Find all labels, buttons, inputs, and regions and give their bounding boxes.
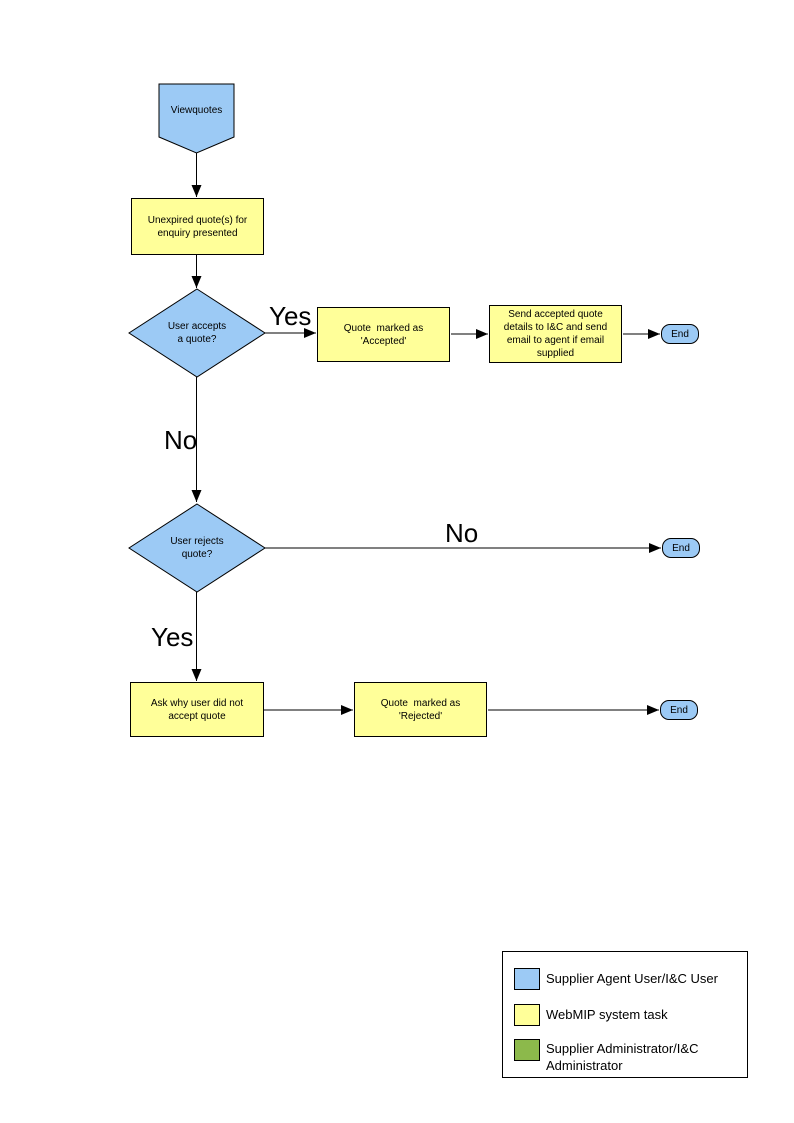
edge-label-accept-yes: Yes: [269, 301, 312, 331]
send-details-node: Send accepted quote details to I&C and s…: [489, 305, 622, 363]
legend-swatch-supplier-agent: [514, 968, 540, 990]
start-node-shape: [158, 83, 235, 154]
legend-label-webmip-task: WebMIP system task: [546, 1007, 668, 1022]
edge-label-reject-no: No: [445, 518, 479, 548]
legend-swatch-supplier-admin: [514, 1039, 540, 1061]
legend-swatch-webmip-task: [514, 1004, 540, 1026]
accept-decision-label: User accepts a quote?: [167, 321, 227, 345]
legend-label-supplier-agent: Supplier Agent User/I&C User: [546, 971, 718, 986]
mark-rejected-node: Quote marked as 'Rejected': [354, 682, 487, 737]
ask-why-node: Ask why user did not accept quote: [130, 682, 264, 737]
end-node-accept: End: [661, 324, 699, 344]
legend-box: Supplier Agent User/I&C User WebMIP syst…: [502, 951, 748, 1078]
edge-label-accept-no: No: [164, 425, 198, 455]
present-quotes-node: Unexpired quote(s) for enquiry presented: [131, 198, 264, 255]
end-node-reject: End: [660, 700, 698, 720]
reject-decision-label: User rejects quote?: [170, 536, 224, 560]
legend-label-supplier-admin: Supplier Administrator/I&C Administrator: [546, 1041, 699, 1073]
end-node-no-reject: End: [662, 538, 700, 558]
start-node-label: Viewquotes: [170, 105, 223, 116]
edge-label-reject-yes: Yes: [151, 622, 194, 652]
mark-accepted-node: Quote marked as 'Accepted': [317, 307, 450, 362]
